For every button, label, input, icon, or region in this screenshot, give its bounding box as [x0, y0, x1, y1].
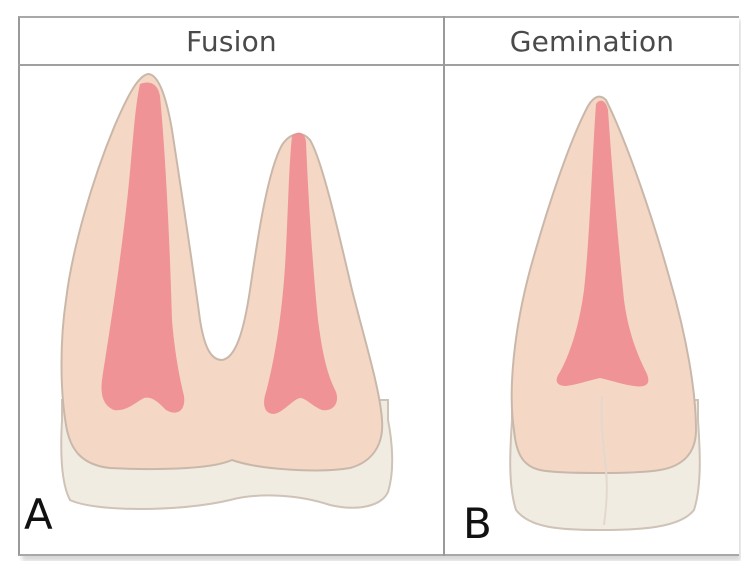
geminated-tooth — [510, 97, 700, 530]
fused-tooth-dentin — [62, 74, 383, 470]
panel-label-b: B — [463, 503, 492, 545]
fused-tooth — [61, 74, 392, 509]
panel-label-a: A — [24, 494, 53, 536]
